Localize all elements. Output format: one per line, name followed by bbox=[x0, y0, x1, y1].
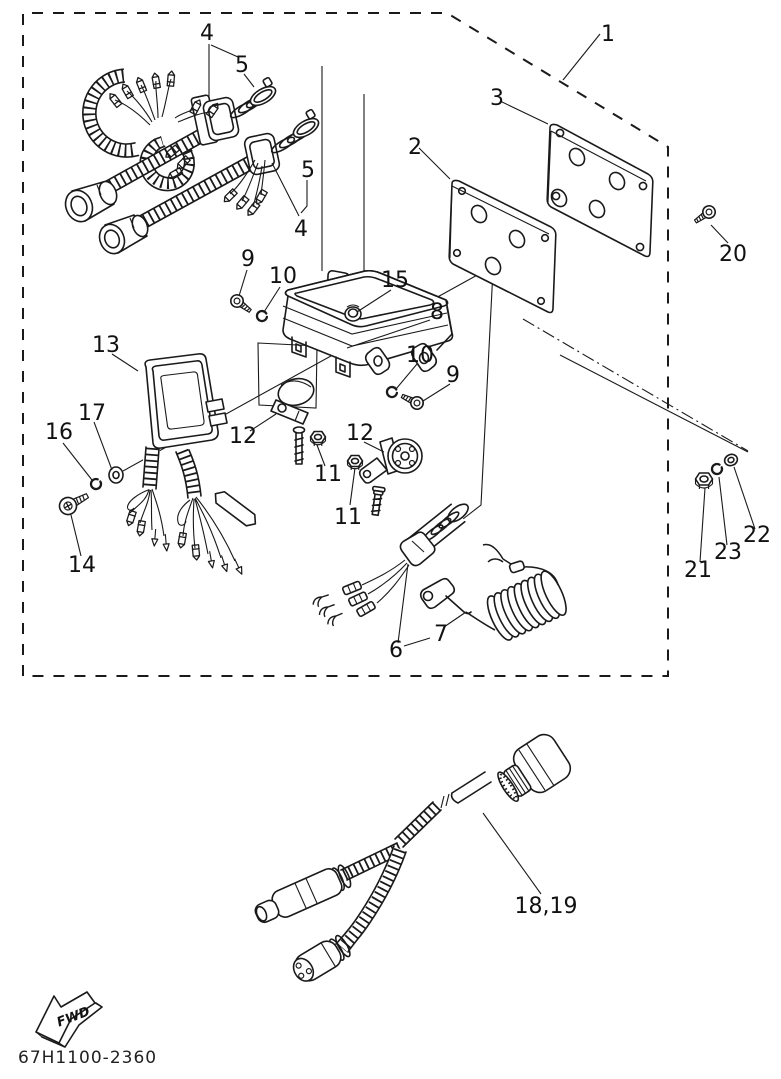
grommet-part-15 bbox=[344, 304, 362, 322]
callout-1: 1 bbox=[601, 22, 615, 47]
callout-leader-lines bbox=[62, 33, 756, 895]
callout-13: 13 bbox=[92, 333, 120, 358]
callout-23: 23 bbox=[714, 540, 742, 565]
screw-part-14 bbox=[58, 493, 90, 516]
washer-part-22 bbox=[723, 453, 739, 467]
callout-10a: 10 bbox=[269, 264, 297, 289]
relay-part-12b bbox=[358, 437, 423, 517]
cdi-unit-part-13 bbox=[124, 353, 257, 577]
relay-part-12a bbox=[270, 377, 315, 465]
nut-part-21 bbox=[694, 472, 714, 489]
stop-switch-part-6 bbox=[311, 503, 469, 628]
drawing-code: 67H1100-2360 bbox=[18, 1048, 157, 1068]
callout-6: 6 bbox=[389, 638, 403, 663]
ribbed-stick bbox=[214, 490, 257, 527]
callout-12a: 12 bbox=[229, 424, 257, 449]
connector-part-4a bbox=[190, 76, 277, 146]
screw-part-9b bbox=[398, 389, 427, 413]
callout-22: 22 bbox=[743, 523, 771, 548]
lanyard-part-7 bbox=[419, 543, 567, 641]
callout-5b: 5 bbox=[301, 158, 315, 183]
nut-part-11a bbox=[309, 430, 327, 446]
connector-part-4b bbox=[243, 108, 320, 176]
fwd-direction-arrow: FWD bbox=[35, 991, 103, 1048]
callout-2: 2 bbox=[408, 135, 422, 160]
callout-17: 17 bbox=[78, 401, 106, 426]
wire-harness-assembly bbox=[64, 68, 320, 255]
callout-9a: 9 bbox=[241, 247, 255, 272]
callout-10b: 10 bbox=[406, 343, 434, 368]
callout-8: 8 bbox=[430, 300, 444, 325]
screw-part-9a bbox=[227, 291, 255, 317]
callout-18-19: 18,19 bbox=[515, 894, 578, 919]
extension-cable-18-19 bbox=[254, 733, 572, 982]
nut-part-11b bbox=[346, 454, 364, 470]
callout-9b: 9 bbox=[446, 363, 460, 388]
callout-7: 7 bbox=[434, 622, 448, 647]
screw-part-20 bbox=[691, 202, 719, 228]
callout-3: 3 bbox=[490, 86, 504, 111]
clamp-part-5a bbox=[249, 76, 277, 107]
callout-4b: 4 bbox=[294, 217, 308, 242]
washer-part-10b bbox=[385, 385, 399, 399]
callout-4a: 4 bbox=[200, 21, 214, 46]
plate-part-3 bbox=[546, 123, 654, 258]
callout-labels: 1 3 2 4 5 5 4 20 9 10 15 8 10 9 13 17 16… bbox=[45, 21, 771, 919]
callout-21: 21 bbox=[684, 558, 712, 583]
dashed-boundary-box bbox=[22, 12, 669, 677]
callout-15: 15 bbox=[381, 268, 409, 293]
callout-14: 14 bbox=[68, 553, 96, 578]
callout-11b: 11 bbox=[334, 505, 362, 530]
washer-part-17 bbox=[108, 466, 124, 484]
gasket-part-2 bbox=[448, 179, 557, 314]
callout-20: 20 bbox=[719, 242, 747, 267]
clamp-part-5b bbox=[292, 108, 320, 139]
washer-part-10a bbox=[255, 309, 269, 323]
harness-round-connector-a bbox=[64, 180, 118, 223]
callout-12b: 12 bbox=[346, 421, 374, 446]
callout-11a: 11 bbox=[314, 462, 342, 487]
harness-round-connector-b bbox=[98, 214, 149, 255]
callout-16: 16 bbox=[45, 420, 73, 445]
callout-5a: 5 bbox=[235, 53, 249, 78]
washer-part-23 bbox=[709, 461, 725, 478]
